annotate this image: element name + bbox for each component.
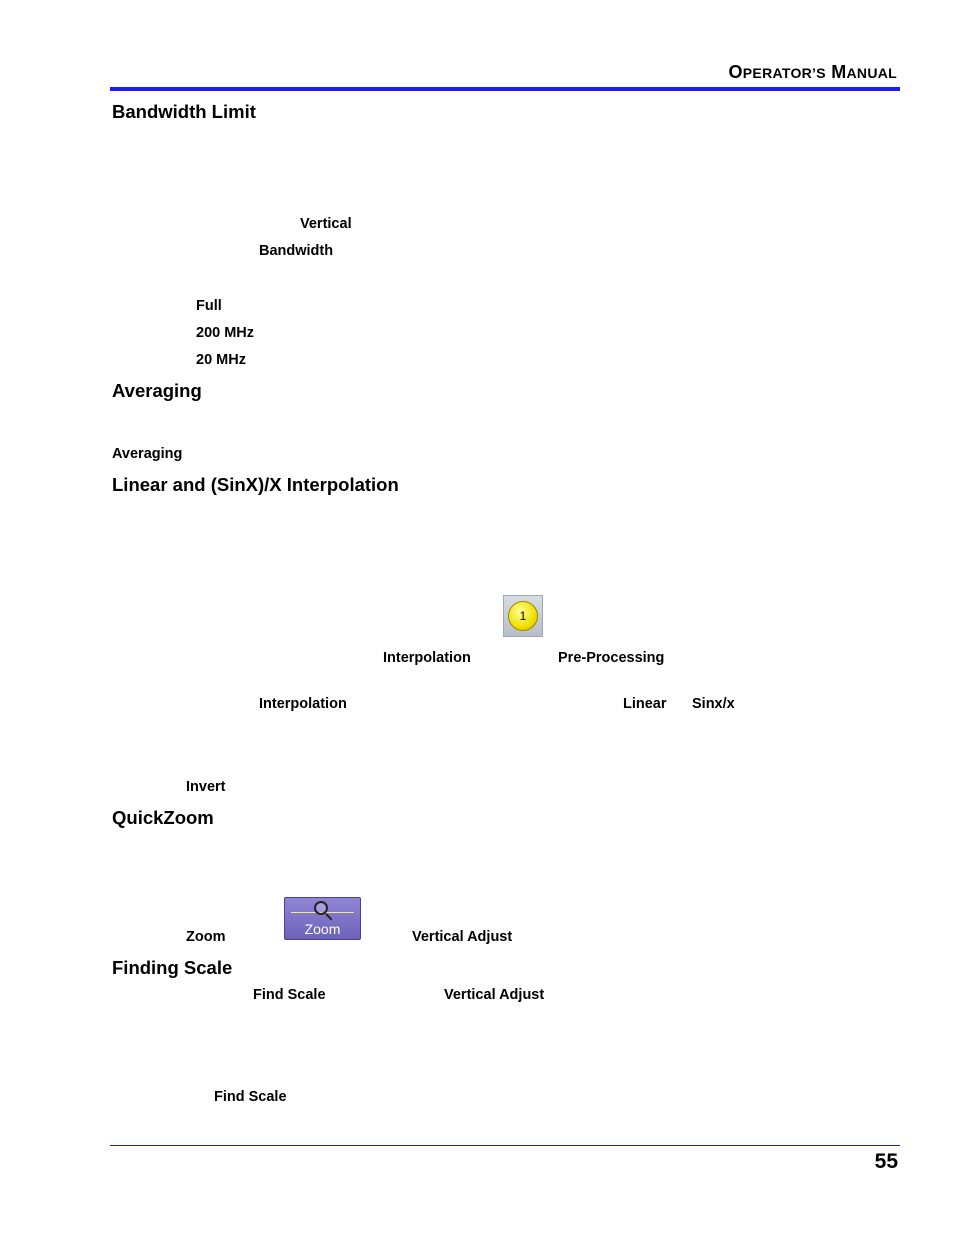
page-number: 55 [874,1150,898,1173]
label-full: Full [196,298,222,314]
label-sinx: Sinx/x [692,696,735,712]
footer-rule [110,1145,900,1146]
label-bandwidth: Bandwidth [259,243,334,259]
label-find-scale: Find Scale [253,987,326,1003]
header-rest-1: PERATOR’S [742,65,826,81]
label-vertical: Vertical [300,216,352,232]
section-finding-scale: Finding Scale [112,957,233,978]
section-bandwidth-limit: Bandwidth Limit [112,101,256,122]
label-vertical-adjust: Vertical Adjust [412,929,513,945]
label-vertical-adjust-2: Vertical Adjust [444,987,545,1003]
header-rest-2: ANUAL [846,65,897,81]
label-pre-processing: Pre-Processing [558,650,665,666]
header-rule [110,87,900,91]
label-200mhz: 200 MHz [196,325,255,341]
zoom-button[interactable]: Zoom [284,897,361,940]
zoom-button-label: Zoom [304,921,341,937]
label-zoom: Zoom [186,929,226,945]
label-linear: Linear [623,696,667,712]
section-averaging: Averaging [112,380,202,401]
running-header: OPERATOR’S MANUAL [728,62,897,83]
channel-1-icon: 1 [508,601,538,631]
label-interpolation-2: Interpolation [259,696,347,712]
label-invert: Invert [186,779,226,795]
section-interpolation: Linear and (SinX)/X Interpolation [112,474,399,495]
section-quickzoom: QuickZoom [112,807,214,828]
header-cap-1: O [728,62,743,82]
label-interpolation: Interpolation [383,650,471,666]
magnifier-icon [314,901,328,915]
magnifier-handle [325,913,333,921]
label-20mhz: 20 MHz [196,352,246,368]
label-averaging: Averaging [112,446,183,462]
label-find-scale-2: Find Scale [214,1089,287,1105]
header-cap-2: M [831,62,847,82]
channel-1-button[interactable]: 1 [503,595,543,637]
